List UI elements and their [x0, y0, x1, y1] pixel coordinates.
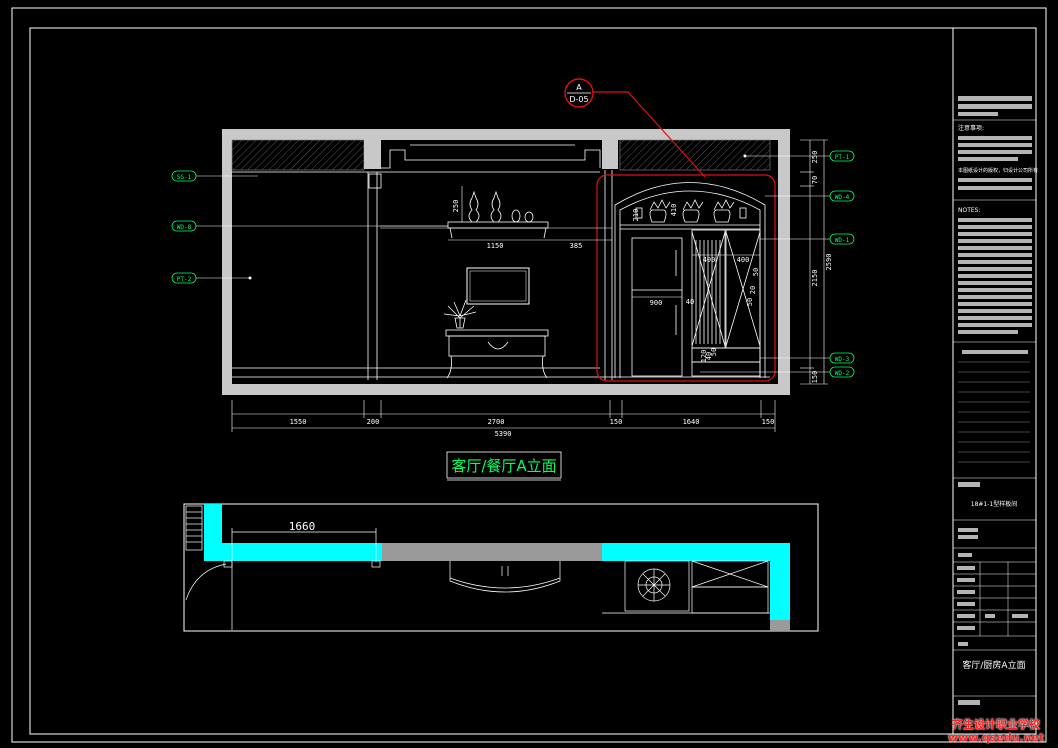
detail-leader [593, 91, 706, 178]
tag-left-2: WD-8 [177, 224, 192, 231]
project-name: 18#1-1型样板间 [971, 500, 1017, 508]
plan-wall-cyan-right [602, 543, 790, 620]
tv-console [443, 299, 549, 379]
dim-cab-left: 400 [703, 256, 716, 264]
dim-right-1: 250 [811, 151, 819, 164]
watermark-url: www.qsedu.net [947, 731, 1045, 744]
plan-dimension: 1660 [289, 520, 316, 533]
outer-frame [11, 7, 1047, 743]
elevation-title: 客厅/餐厅A立面 [451, 457, 556, 475]
tag-right-2: WD-4 [835, 194, 850, 201]
dim-small-a: 50 [752, 268, 760, 276]
plan-wall-cyan-left [204, 504, 382, 561]
dim-bottom-5: 1640 [683, 418, 700, 426]
dim-small-c: 50 [746, 298, 754, 306]
tag-left-3: PT-2 [177, 276, 192, 283]
dim-fridge-width: 900 [650, 299, 663, 307]
tag-right-4: WD-3 [835, 356, 850, 363]
dim-bottom-3: 2700 [488, 418, 505, 426]
tv-screen [466, 267, 530, 305]
dim-arch-mid: 410 [670, 204, 678, 217]
dim-small-b: 20 [749, 286, 757, 294]
dim-right-3: 2150 [811, 270, 819, 287]
watermark: 齐生设计职业学校 www.qsedu.net [940, 718, 1052, 744]
left-material-tags: SG-1 WD-8 PT-2 [171, 170, 448, 284]
wall-shelf [447, 190, 549, 239]
right-dimension-chain [800, 139, 828, 385]
bottom-dimension-chain [231, 400, 776, 432]
dim-right-2: 70 [811, 176, 819, 184]
ceiling-hatch-left [231, 139, 365, 171]
built-in-cabinet [614, 182, 766, 378]
plan-wall-grey [382, 543, 602, 561]
tag-right-3: WD-1 [835, 237, 850, 244]
right-material-tags: PT-1 WD-4 WD-1 WD-3 WD-2 [700, 150, 855, 378]
dim-low-b: 40 [705, 352, 713, 360]
dim-bottom-6: 150 [762, 418, 775, 426]
notes-header: 注意事项: [958, 124, 984, 132]
dim-bottom-1: 1550 [290, 418, 307, 426]
section-marker-sheet: D-05 [569, 95, 588, 104]
tag-left-1: SG-1 [177, 174, 192, 181]
dim-right-total: 2590 [825, 254, 833, 271]
column-left [364, 129, 381, 169]
dim-shelf-gap: 385 [570, 242, 583, 250]
elevation-view: A D-05 250 1150 385 900 400 400 210 410 … [171, 78, 855, 438]
dim-right-4: 150 [811, 371, 819, 384]
dim-low-a: 120 [700, 350, 708, 363]
section-marker-letter: A [576, 83, 582, 92]
watermark-school: 齐生设计职业学校 [952, 718, 1040, 731]
elevation-title-box [446, 451, 562, 479]
detail-callout-box [596, 174, 776, 382]
tag-right-5: WD-2 [835, 370, 850, 377]
dim-bottom-2: 200 [367, 418, 380, 426]
dim-bottom-total: 5390 [495, 430, 512, 438]
dim-shelf-width: 1150 [487, 242, 504, 250]
dim-small-d: 40 [686, 298, 694, 306]
dim-vase-height: 250 [452, 200, 460, 213]
tag-right-1: PT-1 [835, 154, 850, 161]
column-right [602, 129, 618, 169]
plan-frame [183, 503, 819, 632]
title-block: 注意事项: 本图纸设计的版权，归设计公司所有 NOTES: [953, 96, 1038, 705]
dim-arch-left: 210 [632, 209, 640, 222]
sheet-name: 客厅/厨房A立面 [962, 659, 1025, 671]
dim-cab-right: 400 [737, 256, 750, 264]
inner-frame [29, 27, 1037, 735]
plan-view: 1660 [183, 503, 819, 632]
notes-en-header: NOTES: [958, 207, 981, 214]
dim-bottom-4: 150 [610, 418, 623, 426]
notes-copyright: 本图纸设计的版权，归设计公司所有 [958, 167, 1038, 174]
section-marker [564, 78, 594, 108]
dim-small-e: 50 [710, 348, 718, 356]
